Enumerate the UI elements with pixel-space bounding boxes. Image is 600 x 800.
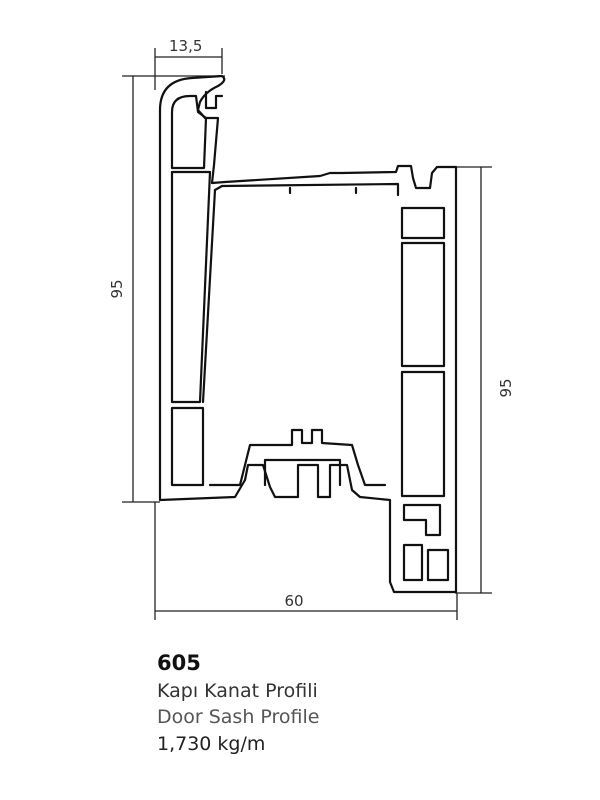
chamber-bottom-right-hook	[402, 503, 442, 537]
chamber-bottom-right-a	[402, 543, 424, 582]
profile-inner-groove	[213, 182, 400, 197]
profile-cross-section-drawing: 13,5 95 95 60	[108, 37, 515, 620]
chamber-lower-left	[170, 406, 205, 487]
product-name-en: Door Sash Profile	[157, 706, 320, 728]
product-weight: 1,730 kg/m	[157, 733, 266, 755]
dimension-lines	[122, 48, 492, 620]
profile-outer-contour	[158, 74, 458, 594]
chamber-bottom-right-b	[426, 548, 450, 582]
chamber-right-1	[400, 206, 446, 240]
profile-outline	[158, 74, 458, 594]
dim-right-height-label: 95	[497, 378, 515, 397]
chamber-upper-left	[170, 94, 208, 170]
dim-top-width-label: 13,5	[169, 37, 202, 55]
dim-bottom-width-label: 60	[284, 592, 303, 610]
profile-slanted-wall	[201, 188, 217, 404]
profile-web-nubs	[288, 186, 358, 195]
product-caption: 605 Kapı Kanat Profili Door Sash Profile…	[157, 648, 320, 758]
profile-top-hook	[204, 90, 224, 110]
chamber-left-tall	[170, 170, 212, 404]
profile-bottom-channel-inner	[263, 458, 342, 487]
profile-bottom-channel	[208, 428, 387, 487]
chamber-right-2	[400, 241, 446, 368]
product-code: 605	[157, 651, 201, 675]
dim-left-height-label: 95	[108, 279, 126, 298]
chamber-right-3	[400, 370, 446, 498]
product-name-tr: Kapı Kanat Profili	[157, 680, 318, 702]
